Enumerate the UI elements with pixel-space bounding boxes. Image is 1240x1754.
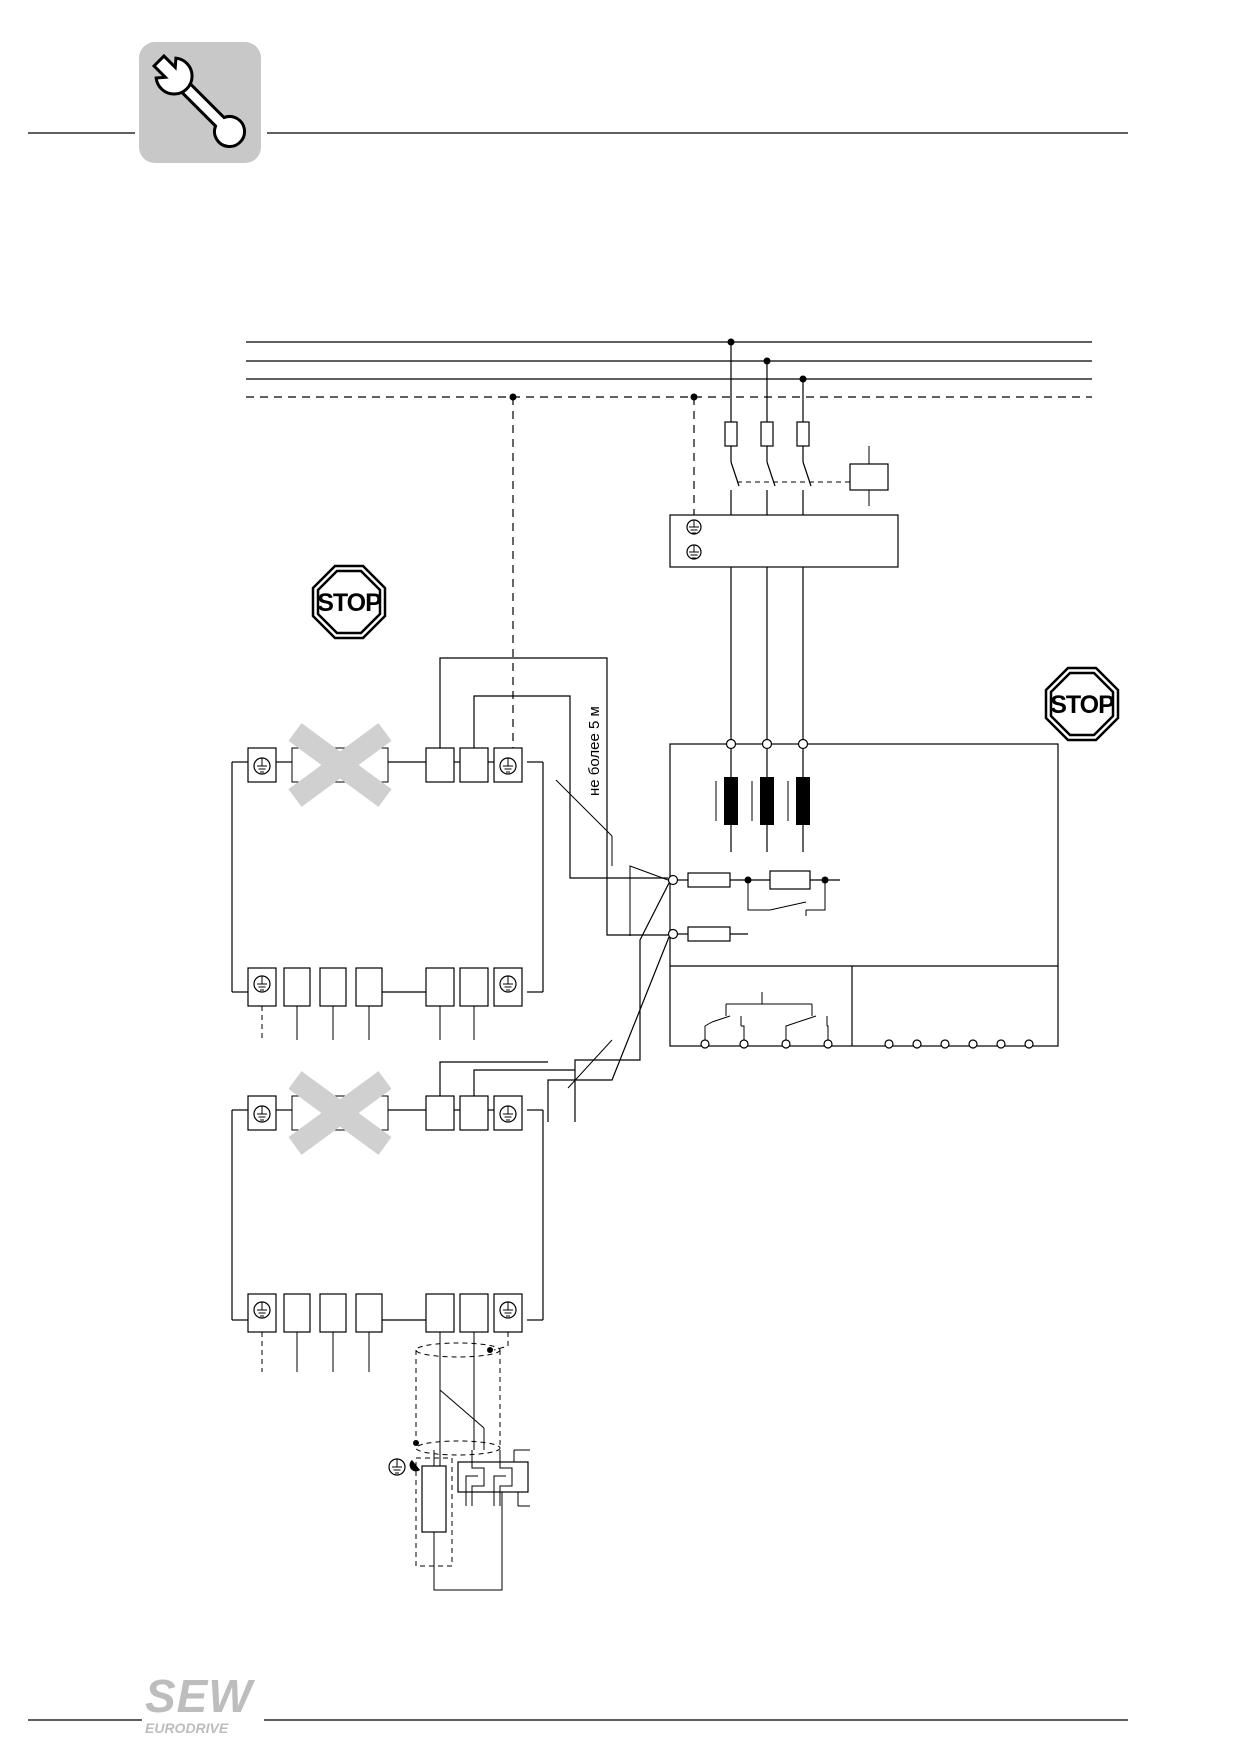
inverter-2 (231, 1061, 575, 1372)
connection-node (667, 874, 679, 886)
cable-length-note: не более 5 м (586, 706, 603, 796)
terminal-row (884, 1039, 1034, 1049)
terminal-br-2 (459, 1293, 489, 1333)
terminal-br-1 (425, 967, 455, 1007)
terminal-br-1 (425, 1293, 455, 1333)
ground-icon (499, 757, 517, 775)
contactor-coil (849, 463, 889, 491)
stop-sign-right: STOP (1044, 666, 1120, 742)
logo-eurodrive: EURODRIVE (145, 1720, 229, 1736)
line-filter-box (669, 514, 899, 568)
inverter-1 (231, 723, 544, 1040)
choke-l1 (715, 777, 738, 825)
footer: SEW EURODRIVE (28, 1670, 1128, 1736)
supply-bus (246, 338, 1092, 401)
fuse-l3 (796, 421, 810, 447)
fuse-upper (687, 872, 731, 888)
terminal-u (283, 967, 311, 1007)
terminal-br-2 (459, 967, 489, 1007)
header (28, 42, 1128, 163)
terminal-brake-2 (459, 747, 489, 783)
brake-resistor (421, 1465, 447, 1533)
ground-icon (253, 757, 271, 775)
connection-node (667, 928, 679, 940)
fuse-l1 (724, 421, 738, 447)
terminal-v (319, 1293, 347, 1333)
forbidden-cross-icon (288, 1071, 392, 1155)
resistor-upper (769, 870, 811, 890)
terminal-u (283, 1293, 311, 1333)
ground-icon (253, 975, 271, 993)
choke-l3 (787, 777, 810, 825)
ground-icon (499, 1301, 517, 1319)
ground-icon (388, 1458, 406, 1476)
stop-label: STOP (317, 589, 381, 617)
dc-link-wiring (547, 865, 670, 1122)
terminal-w (355, 967, 383, 1007)
fuse-lower (687, 926, 731, 942)
fuse-l2 (760, 421, 774, 447)
forbidden-cross-icon (288, 723, 392, 807)
switch-contact (769, 901, 807, 911)
terminal-brake-1 (425, 747, 455, 783)
inverter-1-wiring: не более 5 м (439, 397, 668, 936)
stop-label: STOP (1050, 691, 1114, 719)
thermal-relay (457, 1449, 530, 1507)
ground-icon (686, 519, 702, 535)
relay-contacts (700, 992, 833, 1049)
terminal-v (319, 967, 347, 1007)
logo-sew: SEW (145, 1670, 255, 1722)
ground-icon (253, 1105, 271, 1123)
ground-icon (253, 1301, 271, 1319)
thermal-relay-box (457, 1461, 529, 1493)
cable-shield-bottom (415, 1440, 501, 1456)
fuses-contactor (693, 342, 889, 515)
line-filter (669, 514, 899, 744)
terminal-brake-1 (425, 1095, 455, 1131)
terminal-brake-2 (459, 1095, 489, 1131)
ground-icon (686, 544, 702, 560)
ground-icon (499, 975, 517, 993)
ground-icon (499, 1105, 517, 1123)
wrench-icon (139, 42, 261, 163)
stop-sign-left: STOP (311, 564, 387, 640)
brake-resistor-circuit (388, 1332, 530, 1591)
terminal-w (355, 1293, 383, 1333)
choke-l2 (751, 777, 774, 825)
power-module (667, 738, 1059, 1049)
